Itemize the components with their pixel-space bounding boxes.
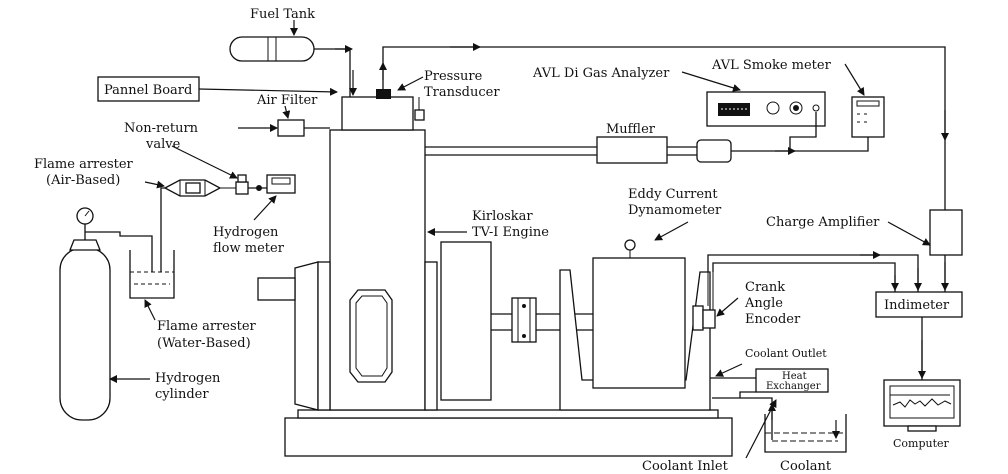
air-filter [277, 119, 305, 137]
label-flame-water-1: Flame arrester [157, 319, 257, 334]
computer [883, 379, 961, 432]
charge-amplifier [929, 209, 963, 256]
heat-exchanger [755, 368, 829, 393]
label-crank: Crank [745, 280, 785, 295]
non-return-valve [220, 174, 249, 195]
shaft-coupling [491, 297, 593, 343]
hydrogen-flow-meter [256, 174, 296, 194]
label-coolant-outlet: Coolant Outlet [745, 347, 827, 360]
label-flame-air-2: (Air-Based) [46, 173, 120, 188]
label-angle: Angle [744, 296, 783, 311]
pressure-transducer [376, 89, 425, 121]
label-indimeter: Indimeter [884, 298, 950, 313]
label-dynamometer: Dynamometer [628, 203, 722, 218]
label-kirloskar: Kirloskar [472, 209, 533, 224]
label-air-filter: Air Filter [256, 93, 318, 108]
gauge-icon [624, 239, 636, 251]
label-gas-analyzer: AVL Di Gas Analyzer [532, 66, 670, 81]
label-hydrogen-cylinder-2: cylinder [155, 387, 209, 402]
encoder-to-indimeter-line1 [707, 254, 919, 292]
label-transducer: Transducer [424, 85, 500, 100]
label-computer: Computer [893, 437, 950, 450]
exhaust-muffler [425, 136, 732, 164]
pannel-arrow [198, 87, 338, 96]
label-charge-amplifier: Charge Amplifier [766, 215, 880, 230]
indimeter [875, 291, 963, 318]
engine-body [257, 96, 438, 411]
label-coolant: Coolant [780, 459, 832, 474]
smoke-meter-line [790, 137, 869, 152]
label-flame-air-1: Flame arrester [34, 157, 134, 172]
flywheel [440, 241, 492, 401]
label-fuel-tank: Fuel Tank [250, 7, 315, 22]
crank-angle-encoder [692, 272, 716, 331]
label-hydrogen-cylinder-1: Hydrogen [155, 371, 221, 386]
label-exchanger: Exchanger [766, 381, 821, 392]
gas-analyzer [706, 91, 826, 127]
label-non-return: Non-return [124, 121, 199, 136]
label-tv-engine: TV-I Engine [472, 225, 549, 240]
pannel-board [97, 76, 200, 102]
flame-arrester-air [163, 179, 222, 197]
base-platform [284, 409, 733, 457]
encoder-to-indimeter-line2 [712, 262, 896, 292]
coolant-inlet-pipe [712, 397, 773, 440]
fuel-tank [229, 36, 315, 62]
label-coolant-inlet: Coolant Inlet [642, 459, 729, 474]
eddy-current-dynamometer [559, 239, 711, 411]
label-pannel-board: Pannel Board [104, 83, 192, 98]
label-heat: Heat [782, 371, 807, 382]
label-hydrogen-flow-1: Hydrogen [213, 225, 279, 240]
label-hydrogen-flow-2: flow meter [213, 241, 285, 256]
label-flame-water-2: (Water-Based) [157, 336, 251, 351]
hydrogen-cylinder [59, 207, 111, 421]
coolant-return-pipe [739, 391, 756, 398]
fuel-line [314, 48, 351, 97]
label-muffler: Muffler [606, 122, 656, 137]
label-smoke-meter: AVL Smoke meter [711, 58, 832, 73]
smoke-meter [851, 96, 885, 138]
label-valve: valve [145, 137, 181, 152]
label-eddy: Eddy Current [628, 187, 718, 202]
hydrogen-line-water-to-air [160, 187, 165, 272]
label-pressure: Pressure [424, 69, 483, 84]
hydrogen-line-cylinder-to-water [85, 231, 153, 272]
coolant-tank [764, 414, 847, 453]
analyzer-line [731, 112, 817, 152]
label-encoder: Encoder [745, 312, 801, 327]
